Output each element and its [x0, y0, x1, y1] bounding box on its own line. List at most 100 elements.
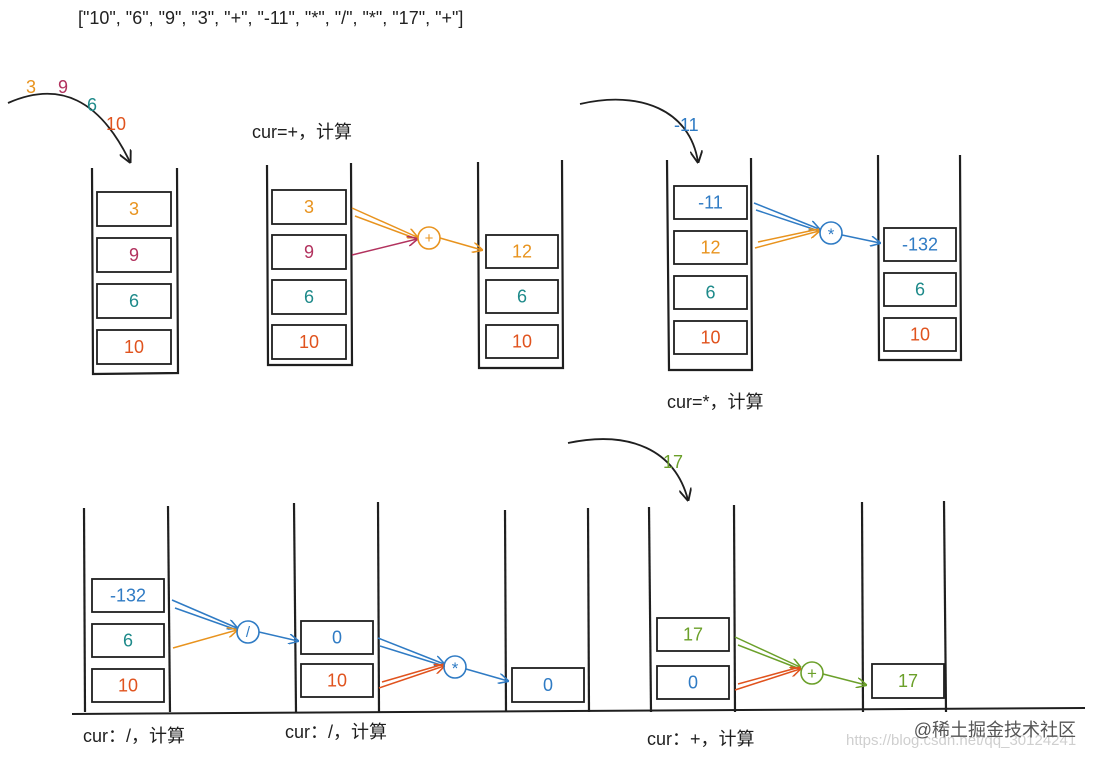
operator-node-1: + — [417, 226, 441, 250]
stack-cell — [96, 283, 172, 319]
stack-cell — [96, 237, 172, 273]
stack-cell-value: 10 — [327, 671, 347, 691]
stack-s8-walls — [503, 509, 508, 713]
stack-cell-value: 0 — [688, 673, 698, 693]
stack-cell — [511, 667, 585, 703]
incoming-arrows — [7, 92, 698, 500]
operator-nodes: + * / * + — [236, 221, 843, 685]
stack-cell-value: 10 — [512, 332, 532, 352]
stack-cell — [673, 230, 748, 265]
stack-s3: 12 6 10 — [485, 234, 559, 359]
stack-s6-walls-r — [166, 505, 172, 713]
watermark: @稀土掘金技术社区 — [913, 720, 1076, 740]
stack-s9-walls-r — [732, 504, 737, 713]
stack-cell-value: 3 — [129, 199, 139, 219]
stack-s2: 3 9 6 10 — [271, 189, 347, 360]
incoming-arrow-c — [567, 438, 688, 500]
stack-s9: 17 0 — [656, 617, 730, 700]
stack-s3-walls — [476, 159, 565, 370]
stack-cell — [673, 320, 748, 355]
stack-cell-value: -132 — [110, 586, 146, 606]
stack-cell-value: 12 — [700, 238, 720, 258]
stack-s8: 0 — [511, 667, 585, 703]
stack-s5: -132 6 10 — [883, 227, 957, 352]
stack-cell-value: 10 — [700, 328, 720, 348]
stack-s7-walls — [292, 502, 298, 713]
stack-cell-value: 9 — [304, 242, 314, 262]
stack-s10-walls — [860, 501, 865, 713]
stack-s1-walls — [90, 167, 180, 376]
stack-cell — [271, 189, 347, 225]
operator-node-4: * — [443, 655, 467, 679]
stack-s6: -132 6 10 — [91, 578, 165, 703]
operator-node-3: / — [236, 620, 260, 644]
stack-cell — [871, 663, 945, 699]
stack-cell — [271, 324, 347, 360]
stack-cell — [91, 623, 165, 658]
stack-cell-value: 6 — [304, 287, 314, 307]
stack-cell — [271, 279, 347, 315]
stack-cell-value: 0 — [332, 628, 342, 648]
stack-cell-value: 6 — [123, 631, 133, 651]
stack-cell — [883, 272, 957, 307]
svg-text:*: * — [828, 225, 835, 244]
stack-cell — [673, 185, 748, 220]
operator-arrows — [171, 202, 880, 691]
stack-s7: 0 10 — [300, 620, 374, 698]
stack-cell — [91, 668, 165, 703]
stack-cell-value: 10 — [910, 325, 930, 345]
stack-cell-value: 6 — [705, 283, 715, 303]
stack-cell — [271, 234, 347, 270]
stack-cell — [883, 227, 957, 262]
incoming-token-6: 6 — [87, 95, 97, 115]
stack-cells: 396103961012610-1112610-132610-132610010… — [91, 185, 957, 703]
caption-step1: cur=+，计算 — [252, 122, 352, 142]
stack-cell-value: 6 — [517, 287, 527, 307]
stack-cell-value: 12 — [512, 242, 532, 262]
stack-cell-value: -132 — [902, 235, 938, 255]
stack-s4: -11 12 6 10 — [673, 185, 748, 355]
stack-s9-walls — [647, 506, 653, 713]
stack-cell-value: 10 — [118, 676, 138, 696]
stack-cell — [91, 578, 165, 613]
stack-cell-value: -11 — [698, 193, 723, 213]
stack-s10: 17 — [871, 663, 945, 699]
stack-cell-value: 9 — [129, 245, 139, 265]
svg-text:*: * — [452, 659, 459, 678]
incoming-arrow-b — [579, 98, 698, 162]
stack-s5-walls — [876, 154, 963, 362]
stack-s6-walls — [82, 507, 87, 713]
stack-s7-walls-r — [376, 501, 381, 713]
caption-step3: cur：/，计算 — [83, 726, 185, 746]
captions: cur=+，计算 cur=*，计算 cur：/，计算 cur：/，计算 cur：… — [83, 122, 764, 749]
stack-cell-value: 10 — [299, 332, 319, 352]
operator-node-5: + — [800, 661, 824, 685]
stack-cell-value: 10 — [124, 337, 144, 357]
stack-cell — [673, 275, 748, 310]
stack-cell-value: 17 — [683, 625, 703, 645]
caption-step4: cur：/，计算 — [285, 722, 387, 742]
operator-node-2: * — [819, 221, 843, 245]
stack-cell — [485, 324, 559, 359]
stack-s10-walls-r — [942, 500, 948, 713]
stack-cell — [485, 234, 559, 269]
stack-cell — [485, 279, 559, 314]
stack-cell — [656, 617, 730, 652]
stack-cell-value: 3 — [304, 197, 314, 217]
svg-text:+: + — [807, 664, 817, 683]
stack-cell-value: 0 — [543, 675, 553, 695]
incoming-token-10: 10 — [106, 114, 126, 134]
incoming-token-neg11: -11 — [674, 115, 699, 135]
watermark-url: https://blog.csdn.net/qq_30124241 — [846, 732, 1077, 749]
ground-line — [71, 707, 1086, 715]
stack-cell — [883, 317, 957, 352]
stack-cell — [96, 329, 172, 365]
stack-cell-value: 17 — [898, 671, 918, 691]
stack-s4-walls — [665, 157, 754, 372]
stack-cell — [300, 620, 374, 655]
token-list-title: ["10", "6", "9", "3", "+", "-11", "*", "… — [78, 8, 464, 28]
caption-step5: cur：+，计算 — [647, 729, 755, 749]
stack-cell-value: 6 — [915, 280, 925, 300]
